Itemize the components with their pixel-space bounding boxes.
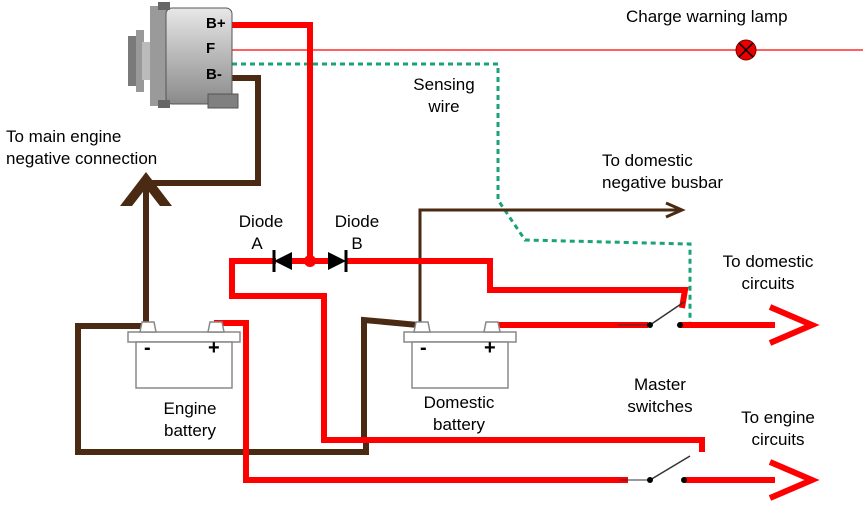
terminal-bplus-label: B+ bbox=[206, 15, 226, 32]
domestic-battery-label: Domestic battery bbox=[404, 392, 514, 436]
master-switches-line-2: switches bbox=[627, 397, 693, 416]
domestic-circuits-arrowhead bbox=[768, 304, 820, 346]
engine-battery-negative-wire bbox=[75, 323, 369, 455]
master-switches-line-1: Master bbox=[634, 375, 686, 394]
domestic-battery-line-1: Domestic bbox=[423, 393, 495, 412]
engine-circuits-line-1: To engine bbox=[741, 408, 815, 427]
negative-wiring bbox=[75, 75, 419, 455]
terminal-f-label: F bbox=[206, 40, 216, 57]
terminal-bminus-label: B- bbox=[206, 66, 222, 83]
charge-lamp-icon bbox=[735, 39, 757, 61]
engine-circuits-line-2: circuits bbox=[751, 430, 805, 449]
domestic-circuits-label: To domestic circuits bbox=[712, 251, 824, 295]
domestic-battery-neg-label: - bbox=[420, 337, 427, 359]
domestic-master-switch bbox=[618, 301, 685, 328]
engine-master-switch bbox=[620, 455, 691, 483]
main-negative-line-2: negative connection bbox=[6, 149, 158, 168]
diode-a-line-2: A bbox=[251, 234, 263, 253]
engine-battery-icon bbox=[127, 321, 241, 389]
alternator-icon bbox=[128, 2, 239, 109]
alternator-negative-wire bbox=[146, 75, 261, 186]
domestic-circuits-line-2: circuits bbox=[741, 274, 795, 293]
engine-battery-positive-wire bbox=[214, 320, 628, 483]
charge-lamp-label: Charge warning lamp bbox=[626, 7, 788, 26]
engine-battery-neg-label: - bbox=[144, 337, 151, 359]
domestic-battery-negative-wire bbox=[361, 316, 419, 437]
domestic-negative-line-2: negative busbar bbox=[602, 173, 723, 192]
domestic-battery-line-2: battery bbox=[433, 415, 485, 434]
sensing-wire-line-2: wire bbox=[428, 97, 460, 116]
domestic-circuits-line-1: To domestic bbox=[722, 252, 814, 271]
domestic-negative-arrowhead bbox=[665, 201, 686, 219]
sensing-wire-line-1: Sensing bbox=[413, 75, 475, 94]
sensing-wire-label: Sensing wire bbox=[398, 74, 490, 118]
main-negative-arrowhead bbox=[120, 172, 172, 206]
domestic-negative-label: To domestic negative busbar bbox=[602, 150, 723, 194]
engine-battery-label: Engine battery bbox=[140, 398, 240, 442]
master-switches-label: Master switches bbox=[610, 374, 710, 418]
alternator-positive-wire bbox=[232, 22, 313, 261]
domestic-battery-icon bbox=[403, 321, 517, 389]
diode-a-label: Diode A bbox=[226, 211, 296, 255]
engine-battery-line-1: Engine bbox=[163, 399, 217, 418]
main-negative-line-1: To main engine bbox=[6, 127, 122, 146]
engine-battery-pos-label: + bbox=[208, 337, 220, 359]
junction-dot bbox=[304, 255, 316, 267]
main-negative-label: To main engine negative connection bbox=[6, 126, 157, 170]
diode-b-line-1: Diode bbox=[334, 212, 380, 231]
domestic-negative-line-1: To domestic bbox=[602, 151, 693, 170]
engine-battery-line-2: battery bbox=[164, 421, 216, 440]
engine-circuits-label: To engine circuits bbox=[728, 407, 828, 451]
diode-a-wire bbox=[229, 258, 705, 452]
diode-a-line-1: Diode bbox=[238, 212, 284, 231]
engine-circuits-arrowhead bbox=[768, 459, 820, 501]
diode-b-label: Diode B bbox=[322, 211, 392, 255]
domestic-negative-busbar-wire bbox=[418, 208, 680, 325]
domestic-battery-pos-label: + bbox=[484, 337, 496, 359]
diode-b-line-2: B bbox=[351, 234, 363, 253]
diode-b-wire bbox=[346, 258, 689, 309]
